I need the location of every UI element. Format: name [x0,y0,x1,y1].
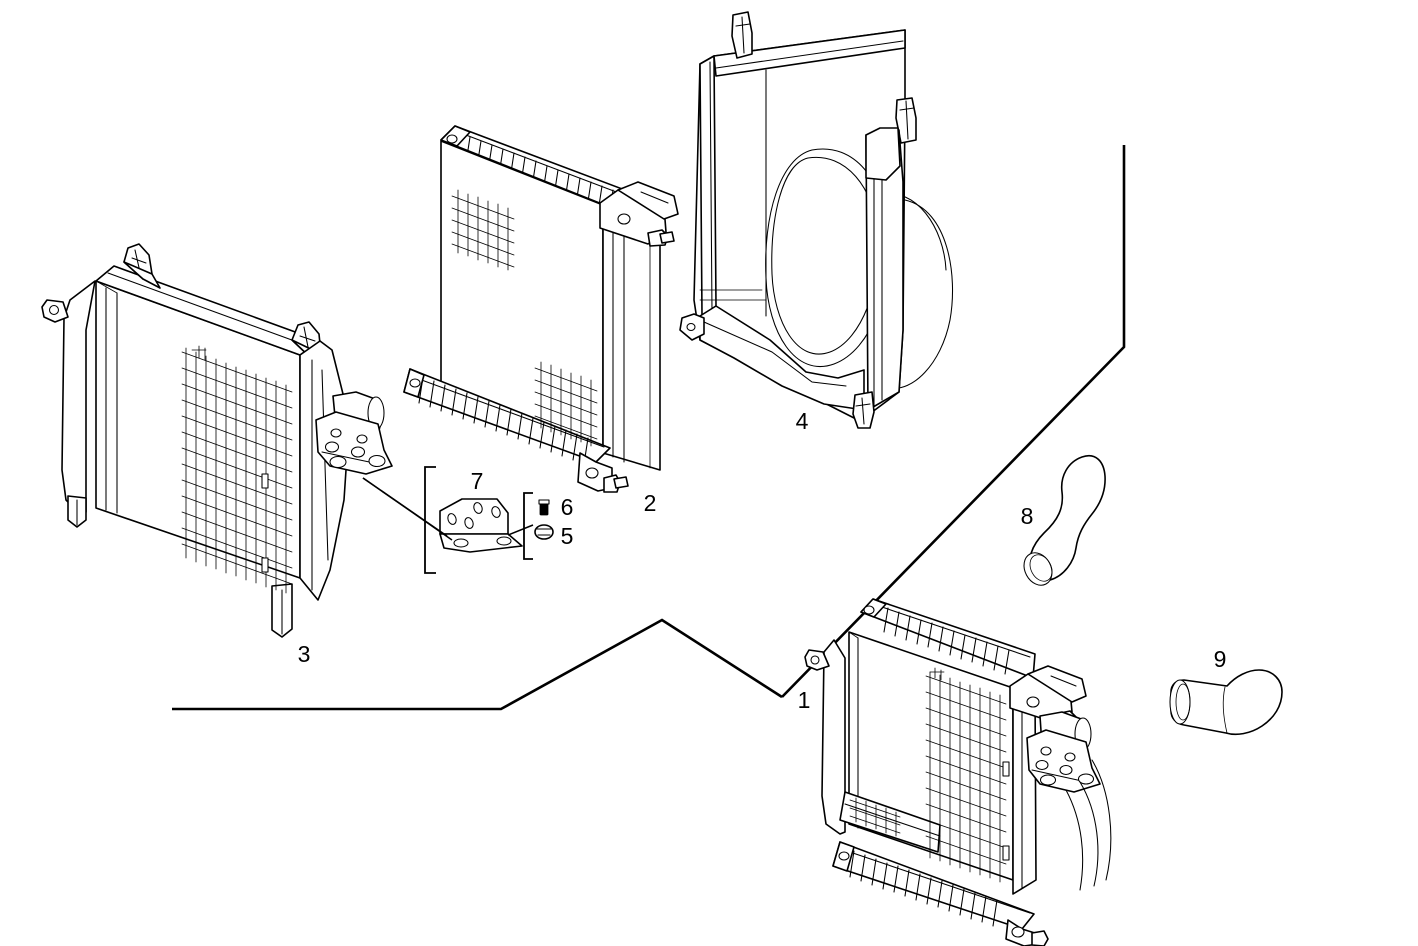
part-4-fan-shroud [679,11,954,429]
part-3-charge-air-cooler [41,243,393,638]
callout-label-6: 6 [561,494,574,520]
callout-label-4: 4 [796,408,809,434]
callout-label-7: 7 [471,468,484,494]
part-7-mounting-bracket [439,498,523,553]
part-2-radiator-core [403,125,679,493]
callout-label-3: 3 [298,641,311,667]
part-1-radiator-assembly [804,598,1112,946]
part-1-bottom-fins [849,850,998,927]
callout-label-1: 1 [798,687,811,713]
callout-label-5: 5 [561,523,574,549]
callout-label-2: 2 [644,490,657,516]
group-bracket-7 [424,466,436,574]
part-6-bolt-pin [538,499,550,516]
zone-divider-lower-left [172,618,783,711]
part-1-top-fins [883,607,1010,675]
part-1-aux-mesh [849,797,901,837]
part-2-upper-mesh [451,189,515,271]
group-bracket-5-6 [523,492,533,560]
callout-label-9: 9 [1214,646,1227,672]
zone-divider-upper-right [781,145,1126,698]
part-1-fin-mesh [925,671,1007,883]
leader-line-bracket-to-cooler [362,477,534,541]
part-9-lower-hose [1169,669,1283,736]
part-8-upper-hose [1023,455,1106,586]
part-5-grommet-nut [534,524,554,540]
callout-label-8: 8 [1021,503,1034,529]
part-2-lower-mesh [534,361,598,447]
